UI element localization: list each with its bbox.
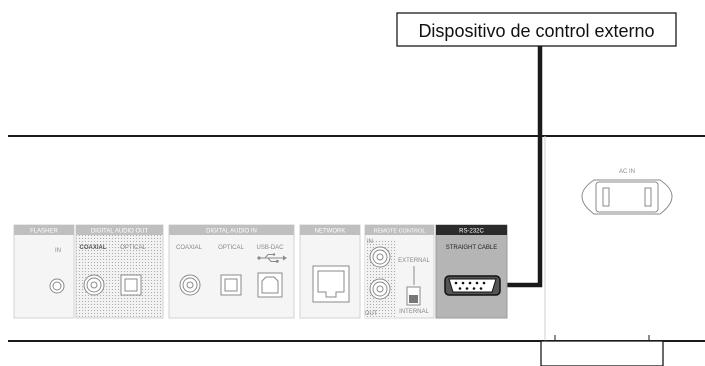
- remote-control-section: REMOTE CONTROL IN OUT EXTERNAL INTERNAL: [364, 224, 435, 319]
- dao-optical-port-icon: [120, 274, 142, 296]
- dao-coaxial-jack-icon: [83, 274, 105, 296]
- network-section: NETWORK: [299, 224, 361, 319]
- rc-in-label: IN: [367, 239, 373, 245]
- external-device-box: [396, 12, 677, 47]
- rc-in-jack-icon: [369, 246, 391, 268]
- network-header: NETWORK: [315, 229, 346, 235]
- digital-audio-in-section: DIGITAL AUDIO IN COAXIAL OPTICAL USB-DAC: [168, 224, 295, 319]
- dai-coaxial-label: COAXIAL: [176, 245, 203, 251]
- flasher-in-label: IN: [55, 248, 61, 254]
- rc-internal-label: INTERNAL: [399, 309, 429, 315]
- remote-control-header: REMOTE CONTROL: [374, 229, 426, 235]
- ac-in-label: AC IN: [619, 169, 635, 175]
- dai-usb-dac-label: USB-DAC: [256, 245, 284, 251]
- rs232c-header: RS-232C: [459, 229, 484, 235]
- flasher-section: FLASHER IN: [13, 224, 75, 319]
- rc-out-jack-icon: [369, 278, 391, 300]
- dao-optical-label: OPTICAL: [120, 245, 146, 251]
- rs232c-section: RS-232C STRAIGHT CABLE: [435, 224, 508, 319]
- digital-audio-in-header: DIGITAL AUDIO IN: [206, 229, 257, 235]
- flasher-header: FLASHER: [30, 229, 58, 235]
- rc-external-label: EXTERNAL: [398, 258, 430, 264]
- db9-connector-icon: [444, 275, 501, 296]
- digital-audio-out-section: DIGITAL AUDIO OUT COAXIAL OPTICAL: [75, 224, 164, 319]
- ac-inlet-icon: [581, 179, 673, 215]
- external-device-label: Dispositivo de control externo: [418, 21, 654, 41]
- dai-optical-port-icon: [220, 274, 242, 296]
- ethernet-port-icon: [312, 265, 350, 303]
- rs232c-cable: [500, 46, 543, 288]
- straight-cable-label: STRAIGHT CABLE: [446, 245, 498, 251]
- rc-out-label: OUT: [365, 311, 378, 317]
- digital-audio-out-header: DIGITAL AUDIO OUT: [91, 229, 149, 235]
- flasher-jack-icon: [49, 278, 65, 294]
- usb-icon: [257, 253, 287, 263]
- dai-coaxial-jack-icon: [179, 274, 201, 296]
- chassis-foot: [540, 335, 664, 366]
- dai-optical-label: OPTICAL: [218, 245, 244, 251]
- rc-mode-switch-icon: [406, 286, 421, 306]
- dao-coaxial-label: COAXIAL: [80, 245, 107, 251]
- usb-b-port-icon: [257, 272, 283, 298]
